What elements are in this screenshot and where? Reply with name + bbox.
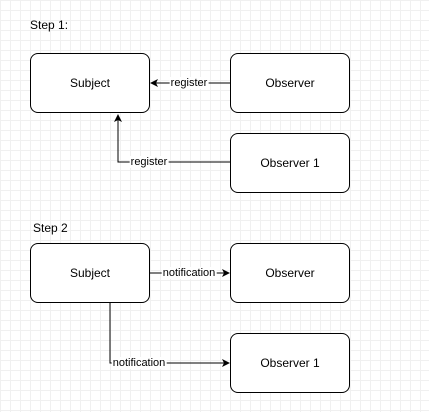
step1-observer-node[interactable]: Observer [230,53,350,113]
step2-title: Step 2 [33,221,68,235]
edge-label-notification-top: notification [161,267,217,279]
step2-observer-node[interactable]: Observer [230,243,350,303]
step2-observer1-node[interactable]: Observer 1 [230,333,350,393]
step1-observer1-node[interactable]: Observer 1 [230,133,350,193]
edge-label-notification-bottom: notification [111,357,167,369]
edge-label-register-top: register [169,77,209,89]
edge-notification-subject-to-observer1 [109,302,230,367]
step1-title: Step 1: [30,18,69,32]
edge-register-observer1-to-subject [114,114,230,163]
step2-subject-node[interactable]: Subject [30,243,150,303]
edge-label-register-bottom: register [129,156,169,168]
step1-subject-node[interactable]: Subject [30,53,150,113]
